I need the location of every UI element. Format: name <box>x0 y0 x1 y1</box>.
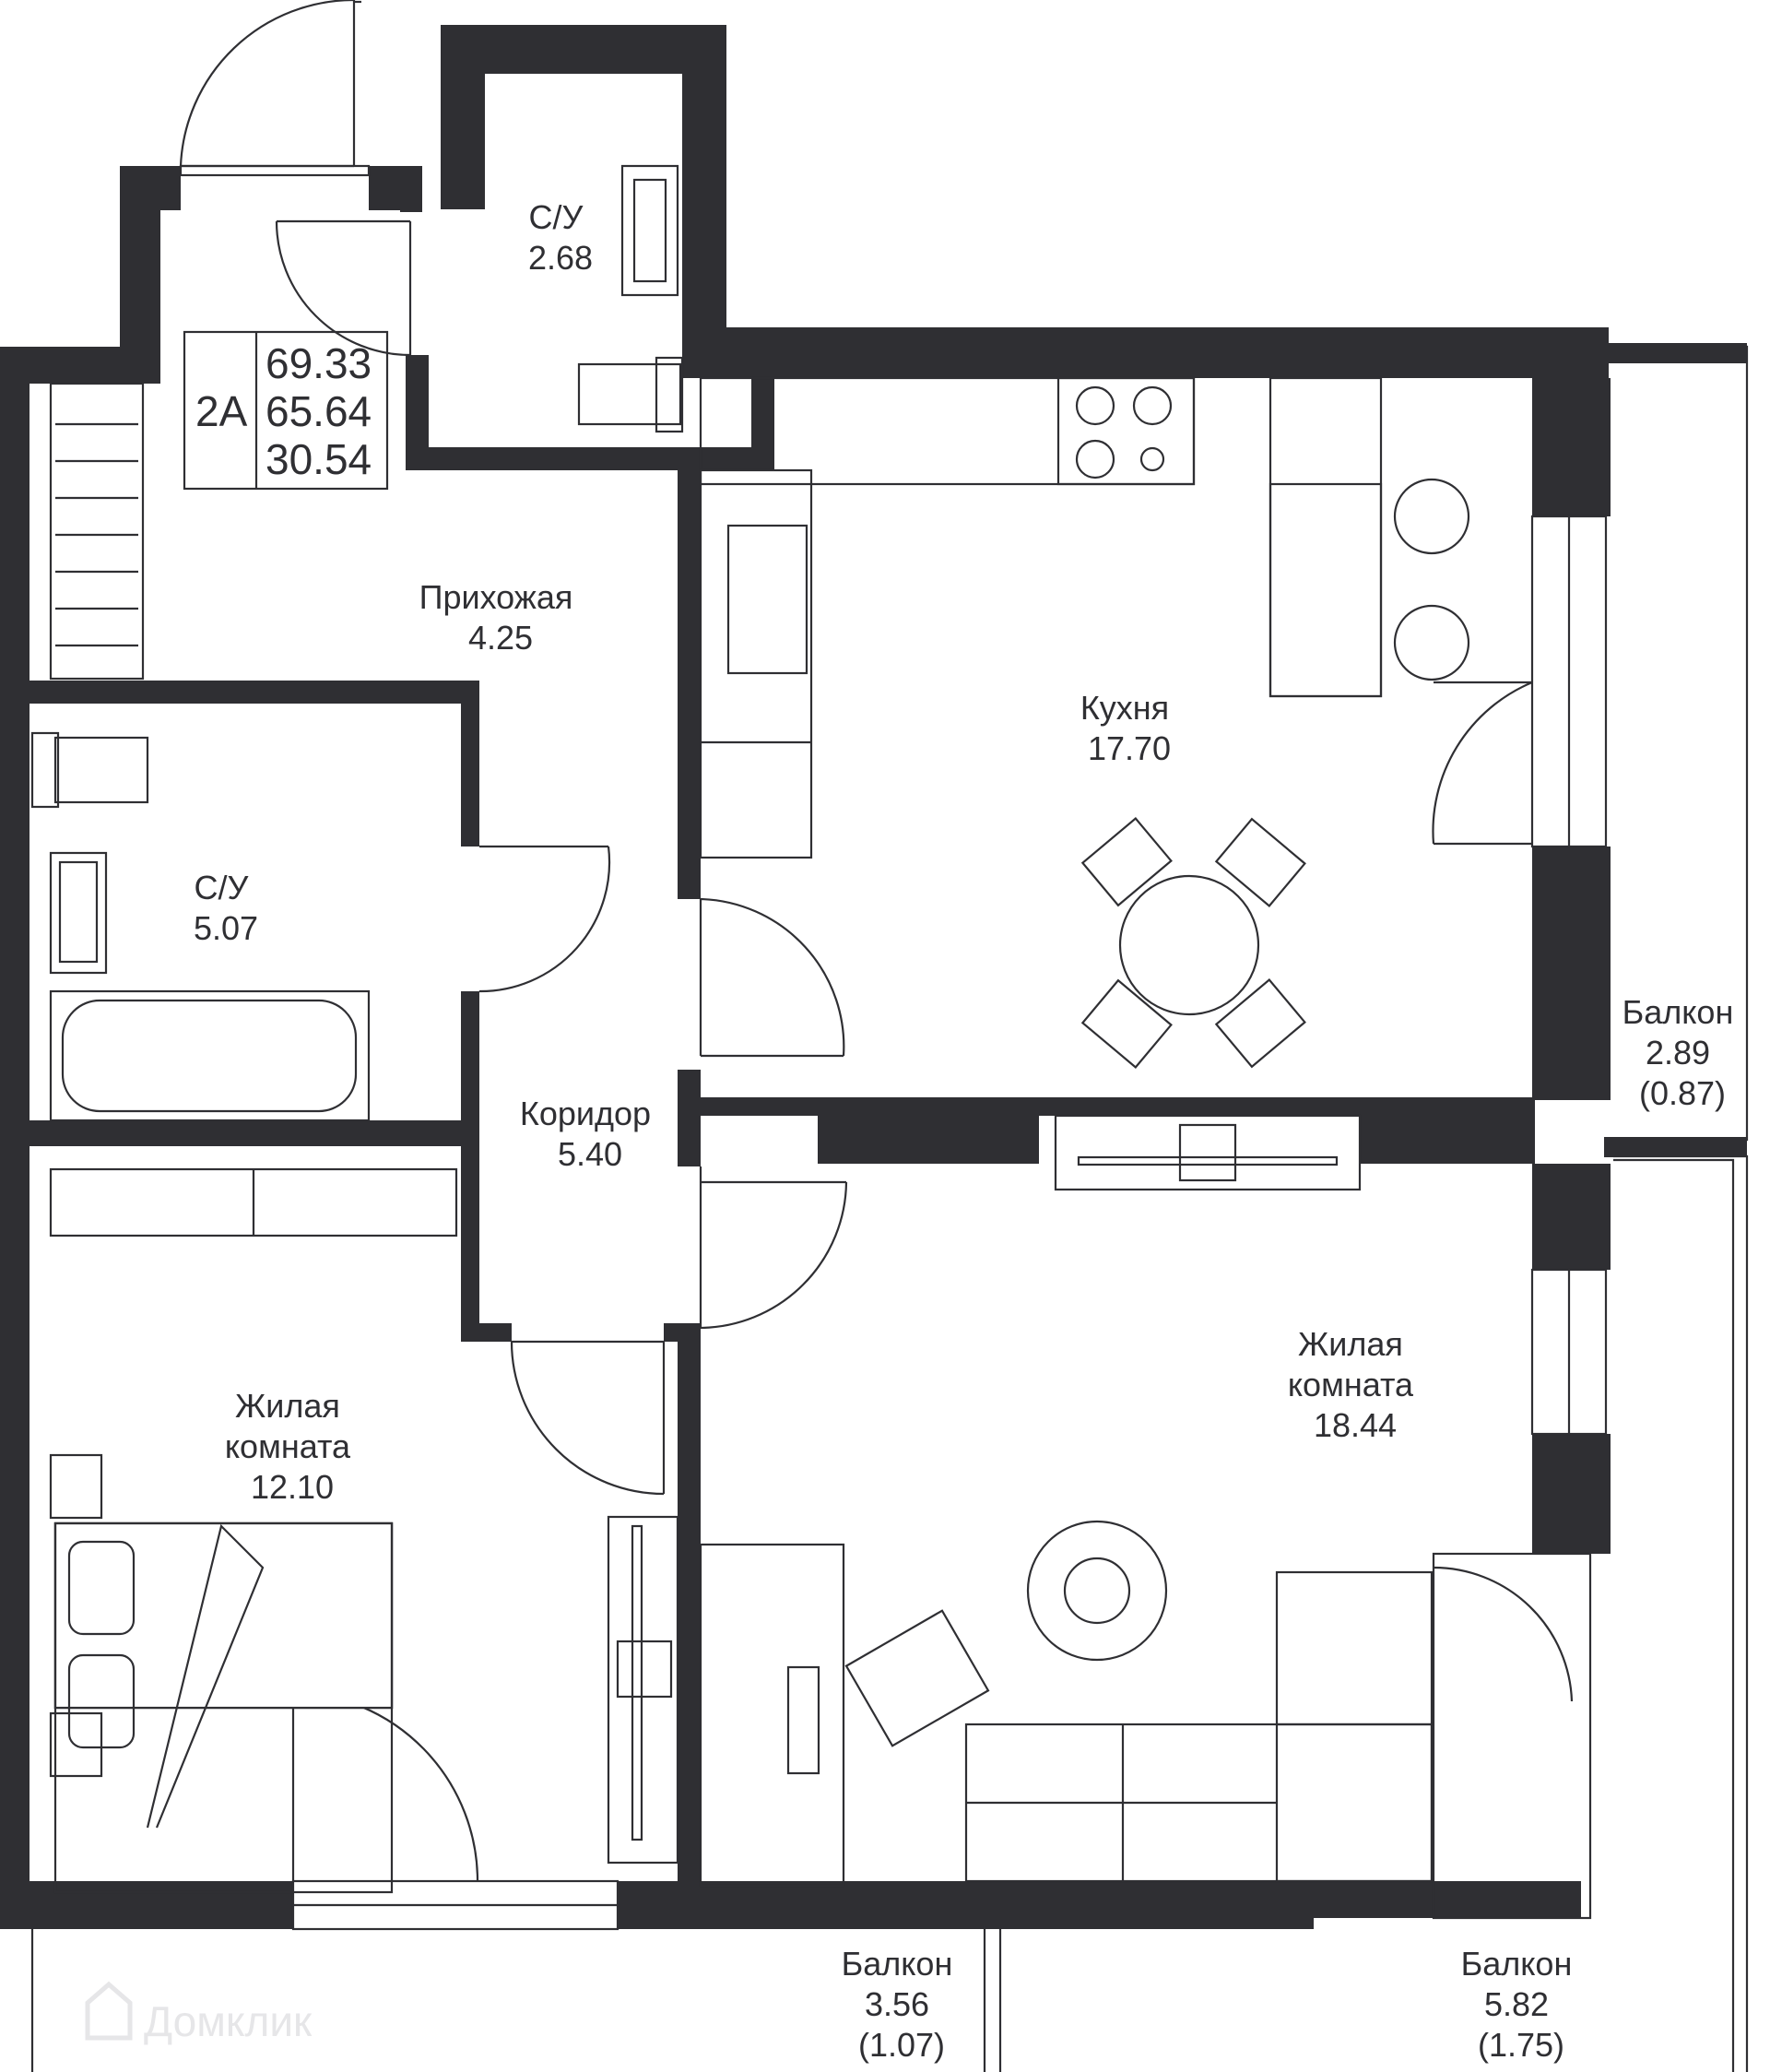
label-living-room-small: Жилая комната 12.10 <box>225 1387 360 1506</box>
label-balcony-bottom-left: Балкон 3.56 (1.07) <box>842 1945 962 2064</box>
total-area: 69.33 <box>266 339 372 387</box>
label-bathroom-large: С/У 5.07 <box>194 869 258 947</box>
house-icon <box>85 1981 133 2041</box>
furniture <box>30 164 1470 1894</box>
living-area: 30.54 <box>266 435 372 483</box>
label-hallway: Прихожая 4.25 <box>419 578 583 657</box>
label-corridor: Коридор 5.40 <box>520 1095 660 1173</box>
label-bathroom-small: С/У 2.68 <box>528 198 593 277</box>
windows <box>179 0 1608 1931</box>
label-kitchen: Кухня 17.70 <box>1080 689 1178 767</box>
label-balcony-right: Балкон 2.89 (0.87) <box>1622 993 1743 1112</box>
label-living-room-large: Жилая комната 18.44 <box>1288 1325 1422 1444</box>
label-balcony-bottom-right: Балкон 5.82 (1.75) <box>1461 1945 1582 2064</box>
watermark-text: Домклик <box>144 1997 313 2045</box>
walls <box>0 25 1747 1929</box>
apartment-type: 2А <box>195 387 248 435</box>
area-without-balconies: 65.64 <box>266 387 372 435</box>
balcony-outlines <box>30 345 1749 2072</box>
apartment-info: 2А 69.33 65.64 30.54 <box>183 330 389 491</box>
room-labels: С/У 2.68 Прихожая 4.25 С/У 5.07 Кухня 17… <box>194 198 1743 2064</box>
watermark: Домклик <box>85 1981 313 2045</box>
